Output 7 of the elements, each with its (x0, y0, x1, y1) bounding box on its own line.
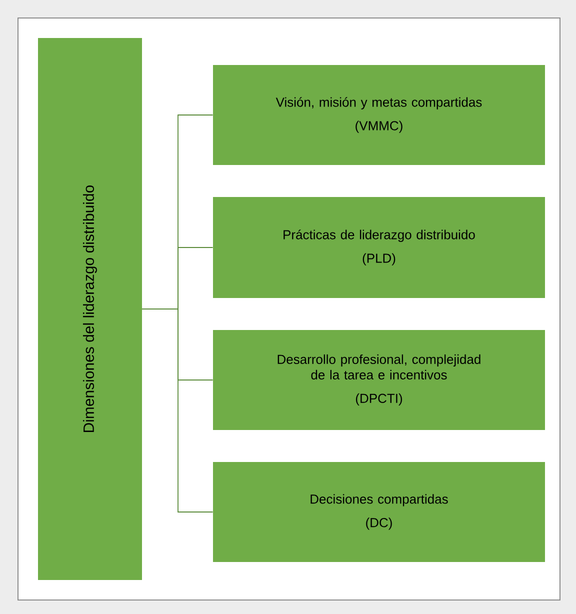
dimension-box: Visión, misión y metas compartidas (VMMC) (213, 65, 545, 165)
dimension-box: Decisiones compartidas (DC) (213, 462, 545, 562)
dimension-box (38, 38, 142, 580)
node-label: Dimensiones del liderazgo distribuido (83, 185, 97, 432)
dimension-box: Desarrollo profesional, complejidad de la tarea e incentivos (DPCTI) (213, 330, 545, 430)
connector-line (142, 308, 214, 512)
dimension-box: Prácticas de liderazgo distribuido (PLD) (213, 197, 545, 298)
